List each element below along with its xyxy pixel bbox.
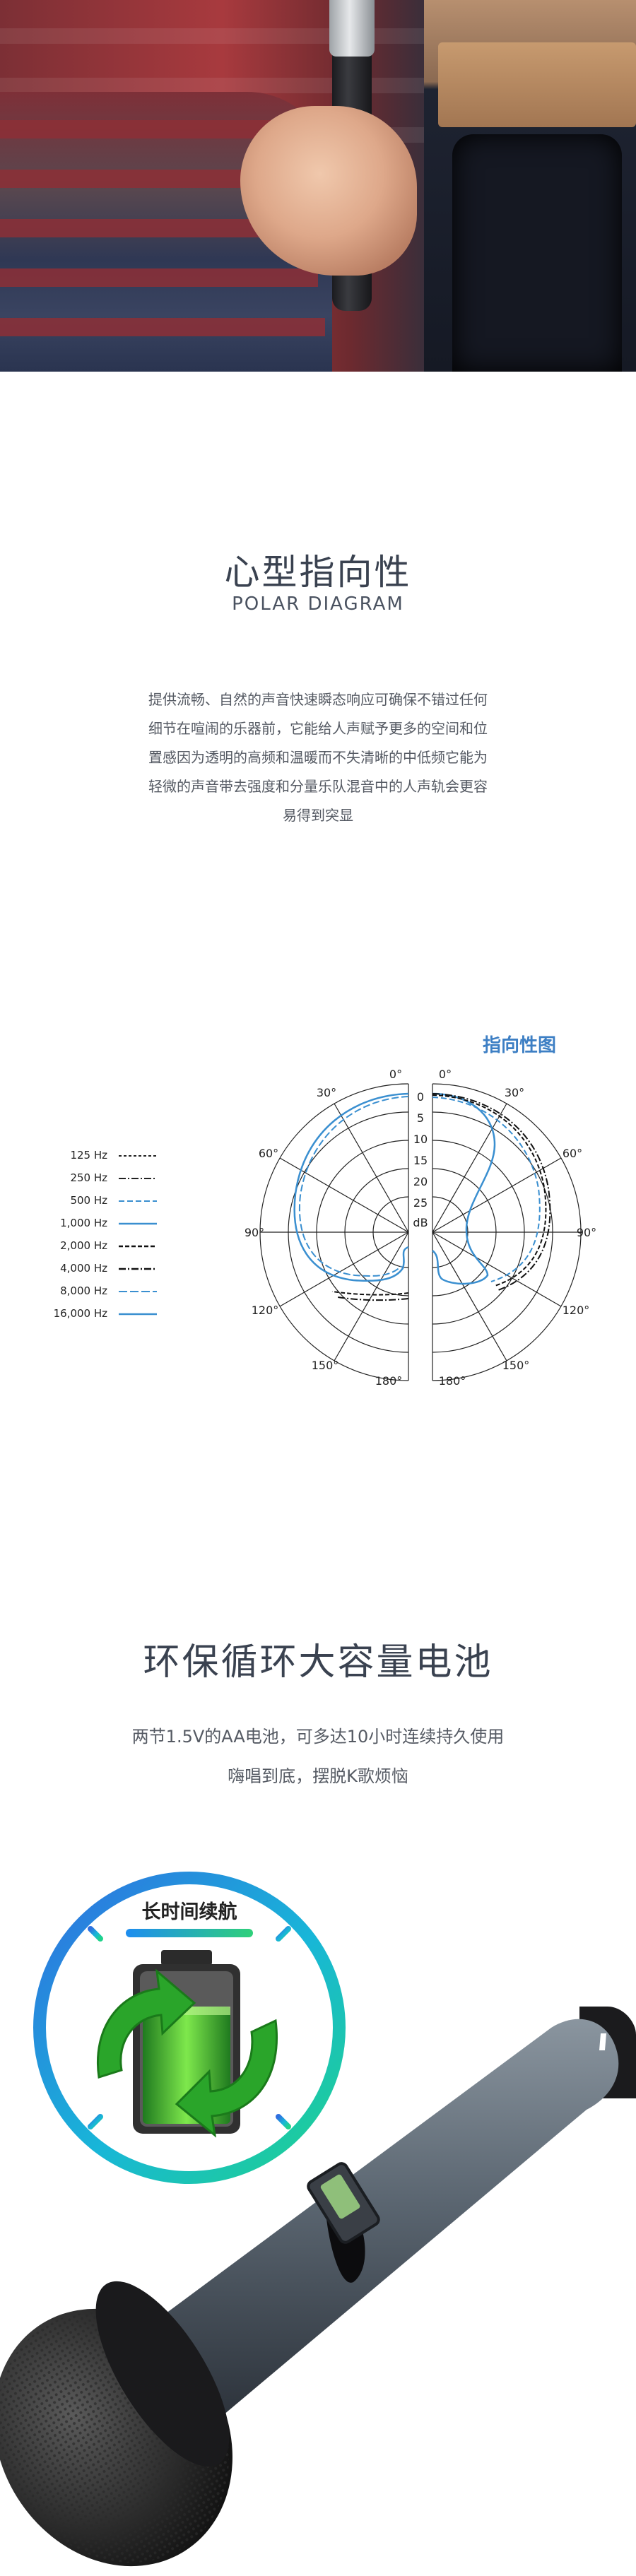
battery-badge-text: 长时间续航 (142, 1901, 237, 1923)
polar-description: 提供流畅、自然的声音快速瞬态响应可确保不错过任何细节在喧闹的乐器前，它能给人声赋… (148, 691, 488, 824)
angle-label-90-left: 90° (245, 1226, 264, 1239)
angle-label-0-right: 0° (439, 1068, 452, 1081)
battery-line-1: 两节1.5V的AA电池，可多达10小时连续持久使用 (131, 1727, 505, 1747)
scale-label-5: 5 (417, 1111, 424, 1125)
polar-chart-title: 指向性图 (483, 1034, 556, 1056)
polar-title-en: POLAR DIAGRAM (232, 593, 404, 615)
angle-label-180-left: 180° (375, 1374, 403, 1385)
angle-label-90-right: 90° (577, 1226, 596, 1239)
legend-label-1000: 1,000 Hz (60, 1217, 107, 1229)
legend-label-2000: 2,000 Hz (60, 1239, 107, 1252)
scale-label-0: 0 (417, 1090, 424, 1104)
angle-label-30-right: 30° (505, 1086, 524, 1099)
scale-label-25: 25 (413, 1196, 428, 1210)
scale-label-db: dB (413, 1216, 428, 1229)
sleeve-stripe (0, 268, 318, 287)
polar-grid-right (432, 1083, 582, 1381)
chair-back (452, 134, 622, 372)
battery-title: 环保循环大容量电池 (143, 1641, 493, 1684)
polar-curves-right (432, 1092, 551, 1291)
battery-illustration: 长时间续航 (0, 1872, 636, 2567)
legend-label-125: 125 Hz (70, 1149, 107, 1162)
angle-label-0-left: 0° (389, 1068, 402, 1081)
polar-angle-labels: 0° 0° 30° 30° 60° 60° 90° 90° 120° 120° … (245, 1068, 596, 1385)
microphone-illustration (0, 2007, 636, 2567)
battery-badge-bar (126, 1929, 253, 1937)
microphone-grille (329, 0, 375, 57)
angle-label-30-left: 30° (317, 1086, 336, 1099)
polar-grid-left (259, 1083, 409, 1381)
hand (240, 106, 417, 276)
legend-label-250: 250 Hz (70, 1171, 107, 1184)
scale-label-20: 20 (413, 1175, 428, 1188)
sleeve-stripe (0, 318, 325, 336)
angle-label-150-left: 150° (312, 1359, 339, 1372)
legend-label-16000: 16,000 Hz (54, 1307, 108, 1320)
polar-title-cn: 心型指向性 (224, 552, 412, 593)
scale-label-15: 15 (413, 1154, 428, 1167)
legend-label-500: 500 Hz (70, 1194, 107, 1207)
angle-label-120-left: 120° (252, 1304, 279, 1317)
hero-photo (0, 0, 636, 372)
polar-legend: 125 Hz 250 Hz 500 Hz 1,000 Hz 2,000 Hz 4… (54, 1149, 157, 1320)
angle-label-60-right: 60° (563, 1147, 582, 1160)
polar-curves-left (293, 1092, 409, 1301)
angle-label-150-right: 150° (502, 1359, 530, 1372)
angle-label-60-left: 60° (259, 1147, 278, 1160)
sleeve-stripe (0, 120, 304, 138)
scale-label-10: 10 (413, 1133, 428, 1146)
polar-diagram: 指向性图 125 Hz 250 Hz 500 Hz 1,000 Hz 2,000… (54, 1034, 597, 1385)
recycle-arrows-icon (97, 1968, 278, 2138)
angle-label-180-right: 180° (439, 1374, 466, 1385)
wooden-panel (438, 42, 636, 127)
legend-label-4000: 4,000 Hz (60, 1262, 107, 1275)
battery-line-2: 嗨唱到底，摆脱K歌烦恼 (228, 1766, 408, 1786)
angle-label-120-right: 120° (563, 1304, 590, 1317)
legend-label-8000: 8,000 Hz (60, 1284, 107, 1297)
polar-scale-labels: 0 5 10 15 20 25 dB (410, 1073, 431, 1242)
